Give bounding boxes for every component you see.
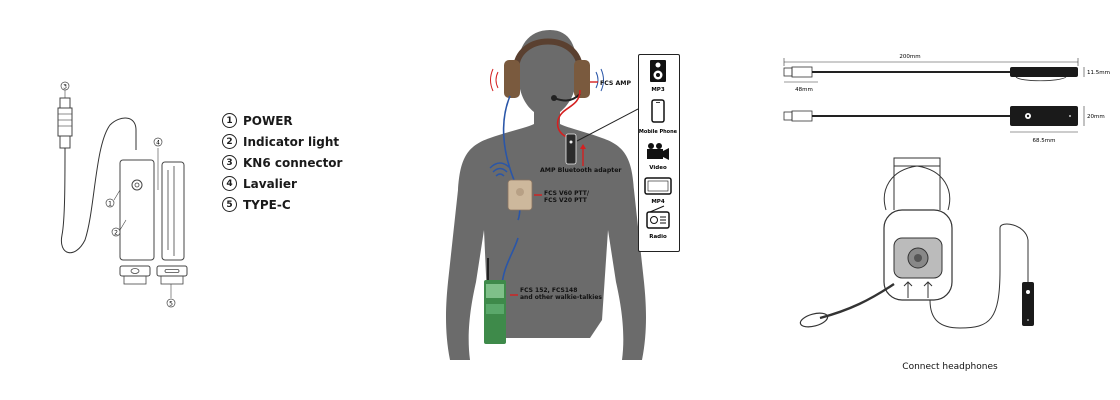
adapter-front-profile	[1010, 106, 1078, 126]
media-panel-icons: MP3 Mobile Phone Video MP4 Radio	[639, 60, 678, 240]
media-label-radio: Radio	[649, 234, 667, 240]
amp-adapter-label: AMP Bluetooth adapter	[540, 167, 622, 174]
callout-3: 3	[63, 84, 67, 91]
radio-icon	[646, 205, 670, 229]
lavalier-clip	[167, 166, 175, 256]
legend-label: KN6 connector	[243, 155, 343, 170]
legend-number: 3	[222, 155, 237, 170]
dim-height: 20mm	[1087, 114, 1105, 120]
legend-number: 5	[222, 197, 237, 212]
headset-earcup	[883, 209, 953, 301]
legend-label: Indicator light	[243, 134, 340, 149]
legend-label: POWER	[243, 113, 293, 128]
ptt-label-1: FCS V60 PTT/	[544, 190, 590, 197]
legend-item-power: 1 POWER	[222, 110, 372, 131]
callout-4: 4	[156, 140, 160, 147]
legend-label: Lavalier	[243, 176, 297, 191]
ptt-label-2: FCS V20 PTT	[544, 197, 588, 204]
tablet-icon	[644, 177, 672, 195]
adapter-side	[161, 161, 185, 261]
boom-mic	[799, 312, 829, 328]
power-button	[131, 179, 143, 191]
headset-band	[513, 38, 583, 71]
media-label-video: Video	[649, 165, 667, 171]
callout-1: 1	[108, 201, 112, 208]
media-label-mp4: MP4	[651, 199, 665, 205]
usage-scene: AMP Bluetooth adapter FCS AMP FCS V60 PT…	[446, 30, 646, 360]
red-cable	[556, 89, 581, 139]
legend-number: 4	[222, 176, 237, 191]
kn6-connector	[59, 97, 71, 109]
legend: 1 POWER 2 Indicator light 3 KN6 connecto…	[222, 110, 372, 215]
right-earcup	[574, 60, 590, 98]
adapter-front	[119, 159, 155, 261]
callout-2: 2	[114, 230, 118, 237]
type-c-view	[156, 265, 188, 277]
adapter-to-panel-link	[576, 108, 639, 142]
radio-label-2: and other walkie-talkies	[520, 294, 602, 301]
dim-total: 200mm	[899, 54, 920, 60]
connected-adapter	[1022, 282, 1034, 326]
legend-number: 2	[222, 134, 237, 149]
legend-item-typec: 5 TYPE-C	[222, 194, 372, 215]
radio-label-1: FCS 152, FCS148	[520, 287, 577, 294]
legend-item-lavalier: 4 Lavalier	[222, 173, 372, 194]
connect-headphones-caption: Connect headphones	[902, 362, 998, 372]
mic	[551, 95, 557, 101]
fcs-amp-label: FCS AMP	[600, 80, 631, 87]
dim-plug: 48mm	[795, 87, 813, 93]
adapter-side-profile	[1010, 67, 1078, 77]
wireless-icon	[489, 162, 511, 177]
dimension-drawing: 200mm 11.5mm 48mm 20mm 68.5mm	[783, 54, 1110, 144]
dim-thickness: 11.5mm	[1087, 70, 1110, 76]
media-label-mp3: MP3	[651, 87, 665, 93]
dim-width: 68.5mm	[1033, 138, 1056, 144]
speaker-icon	[650, 60, 666, 82]
legend-label: TYPE-C	[243, 197, 291, 212]
legend-item-indicator: 2 Indicator light	[222, 131, 372, 152]
device-drawing: 3 1 2 4 5	[57, 81, 188, 308]
person-silhouette	[446, 30, 646, 360]
phone-icon	[651, 99, 665, 123]
device-cable	[60, 117, 137, 253]
amp-adapter	[565, 133, 577, 165]
media-label-phone: Mobile Phone	[639, 129, 678, 135]
left-earcup	[504, 60, 520, 98]
legend-number: 1	[222, 113, 237, 128]
callout-5: 5	[169, 301, 173, 308]
headset-drawing	[799, 157, 1034, 329]
video-camera-icon	[647, 143, 669, 160]
legend-item-connector: 3 KN6 connector	[222, 152, 372, 173]
